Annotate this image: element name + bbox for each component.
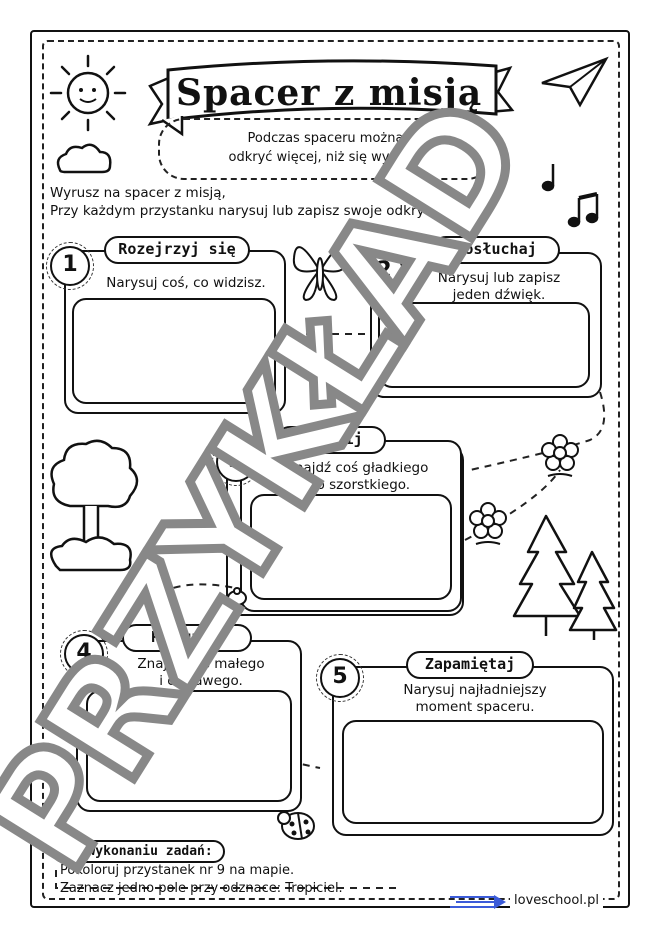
intro-line-2: Przy każdym przystanku narysuj lub zapis…: [50, 203, 449, 219]
brand-arrows-icon: [450, 895, 506, 909]
butterfly-icon: [292, 246, 348, 302]
task-desc-2-line-2: jeden dźwięk.: [452, 287, 546, 303]
task-desc-3: Znajdź coś gładkiego lub szorstkiego.: [262, 460, 452, 494]
task-number-1: 1: [46, 242, 94, 290]
task-number-4: 4: [60, 630, 108, 678]
title-ribbon: [147, 59, 515, 137]
bug-icon: [227, 587, 247, 606]
task-desc-3-line-2: lub szorstkiego.: [303, 477, 411, 493]
task-title-1: Rozejrzyj się: [104, 236, 250, 264]
music-notes-icon: [541, 164, 599, 228]
task-title-2: Posłuchaj: [432, 236, 560, 264]
page-title: Spacer z misją: [176, 72, 483, 114]
subtitle-line-2: odkryć więcej, niż się wydaje!: [228, 150, 423, 165]
subtitle-box: Podczas spaceru można odkryć więcej, niż…: [158, 118, 493, 180]
intro-text: Wyrusz na spacer z misją, Przy każdym pr…: [50, 184, 448, 220]
brand-name: loveschool.pl: [510, 893, 603, 908]
task-desc-4-line-1: Znajdź coś małego: [137, 656, 265, 672]
dashed-border: [42, 40, 620, 900]
task-title-3: Dotknij: [276, 426, 386, 454]
flower-icon: [541, 434, 579, 477]
task-desc-3-line-1: Znajdź coś gładkiego: [285, 460, 429, 476]
footer-text: Pokoloruj przystanek nr 9 na mapie. Zazn…: [60, 862, 343, 898]
pine-trees-icon: [512, 514, 618, 640]
drawing-area-4[interactable]: [86, 690, 292, 802]
drawing-area-2[interactable]: [378, 302, 590, 388]
drawing-area-5[interactable]: [342, 720, 604, 824]
task-number-5: 5: [316, 654, 364, 702]
task-desc-4-line-2: i ciekawego.: [159, 673, 243, 689]
task-desc-2: Narysuj lub zapisz jeden dźwięk.: [404, 270, 594, 304]
sun-icon: [49, 54, 127, 174]
page-border: [30, 30, 630, 908]
tree-icon: [49, 439, 139, 572]
task-number-2: 2: [360, 248, 408, 296]
task-desc-5-line-2: moment spaceru.: [415, 699, 535, 715]
subtitle-line-1: Podczas spaceru można: [247, 131, 404, 146]
task-number-3: 3: [212, 438, 260, 486]
drawing-area-3[interactable]: [250, 494, 452, 600]
task-title-5: Zapamiętaj: [406, 651, 534, 679]
drawing-area-1[interactable]: [72, 298, 276, 404]
task-desc-5-line-1: Narysuj najładniejszy: [403, 682, 547, 698]
task-desc-2-line-1: Narysuj lub zapisz: [437, 270, 561, 286]
task-desc-5: Narysuj najładniejszy moment spaceru.: [370, 682, 580, 716]
flower-icon: [469, 502, 507, 545]
task-desc-1: Narysuj coś, co widzisz.: [106, 275, 266, 291]
paper-plane-icon: [541, 56, 609, 108]
footer-label: Po wykonaniu zadań:: [52, 840, 225, 863]
footer-line-2: Zaznacz jedno pole przy odznace: Tropici…: [60, 881, 343, 896]
ladybug-icon: [277, 811, 315, 840]
footer-line-1: Pokoloruj przystanek nr 9 na mapie.: [60, 863, 295, 878]
task-desc-4: Znajdź coś małego i ciekawego.: [106, 656, 296, 690]
intro-line-1: Wyrusz na spacer z misją,: [50, 185, 226, 201]
task-title-4: Poszukaj: [122, 624, 252, 652]
